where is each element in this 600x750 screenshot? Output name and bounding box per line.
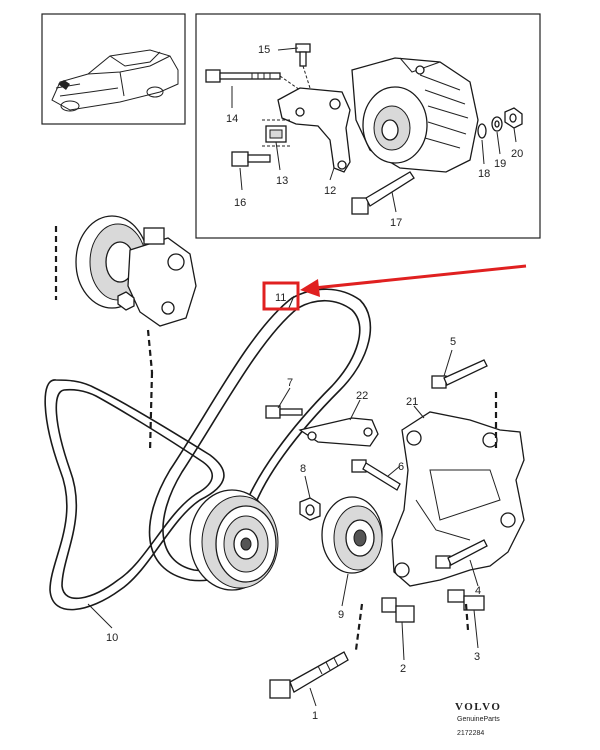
label-10: 10 xyxy=(106,632,118,644)
bolt-5 xyxy=(431,359,488,389)
label-1: 1 xyxy=(312,710,318,722)
label-19: 19 xyxy=(494,158,506,170)
label-2: 2 xyxy=(400,663,406,675)
label-11: 11 xyxy=(275,292,286,304)
leader-lines xyxy=(87,295,479,707)
label-17: 17 xyxy=(390,217,402,229)
crankshaft-pulley xyxy=(189,489,279,591)
bolt-7 xyxy=(265,405,303,419)
label-3: 3 xyxy=(474,651,480,663)
alternator-detail-inset xyxy=(195,13,541,239)
label-13: 13 xyxy=(276,175,288,187)
bolt-16 xyxy=(231,151,271,167)
alternator xyxy=(351,57,479,173)
nut-13 xyxy=(265,125,287,143)
nut-20 xyxy=(504,107,523,129)
brand-block: VOLVO GenuineParts 2172284 xyxy=(455,701,501,737)
bolt-6 xyxy=(351,459,401,491)
brand-tagline: GenuineParts xyxy=(457,716,500,723)
label-16: 16 xyxy=(234,197,246,209)
washer-18 xyxy=(477,123,487,139)
label-12: 12 xyxy=(324,185,336,197)
label-4: 4 xyxy=(475,585,481,597)
label-14: 14 xyxy=(226,113,238,125)
label-7: 7 xyxy=(287,377,293,389)
bolt-17 xyxy=(351,171,415,215)
bracket-21 xyxy=(391,411,525,587)
pulley-9 xyxy=(321,496,383,574)
label-15: 15 xyxy=(258,44,270,56)
bracket-22 xyxy=(298,417,379,447)
label-6: 6 xyxy=(398,461,404,473)
highlight-annotation xyxy=(262,264,527,311)
bolt-14 xyxy=(205,69,281,83)
belt-10 xyxy=(44,379,225,611)
nut-8 xyxy=(299,497,321,521)
label-18: 18 xyxy=(478,168,490,180)
brand-name: VOLVO xyxy=(455,701,501,713)
bolt-2 xyxy=(381,597,415,623)
label-9: 9 xyxy=(338,609,344,621)
bolt-4 xyxy=(435,539,488,569)
label-5: 5 xyxy=(450,336,456,348)
brand-code: 2172284 xyxy=(457,730,484,737)
power-steering-pump xyxy=(75,215,197,327)
label-22: 22 xyxy=(356,390,368,402)
label-8: 8 xyxy=(300,463,306,475)
car-thumbnail xyxy=(41,13,186,125)
part-labels: 15 14 13 12 16 17 18 19 20 11 5 7 22 21 … xyxy=(106,44,523,722)
label-20: 20 xyxy=(511,148,523,160)
label-21: 21 xyxy=(406,396,418,408)
bolt-1 xyxy=(269,651,349,699)
